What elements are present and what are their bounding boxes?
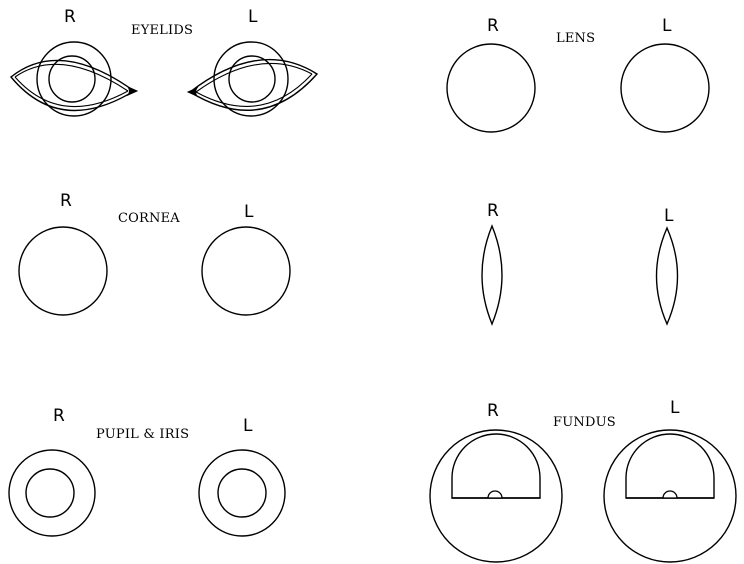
fundus-section: R FUNDUS L [430,398,736,562]
eyelid-right-eye-drawing [11,42,137,116]
lens-right-label: R [487,16,499,36]
fundus-right-label: R [487,401,499,421]
lens-side-right-label: R [487,201,499,221]
fundus-right-drawing [430,430,562,562]
lens-side-right-shape [482,226,502,324]
lens-side-left-label: L [664,206,674,226]
fundus-title: FUNDUS [553,415,616,430]
eyelid-left-eye-drawing [188,42,317,116]
lens-left-label: L [662,16,672,36]
cornea-section: R CORNEA L [19,191,290,315]
fundus-left-label: L [670,398,680,418]
pupil-iris-left-drawing [199,450,285,536]
eyelids-title: EYELIDS [131,23,193,38]
lens-side-left-shape [657,228,678,324]
pupil-iris-title: PUPIL & IRIS [96,427,189,442]
pupil-iris-left-label: L [243,416,253,436]
lens-right-circle [447,44,535,132]
cornea-left-circle [202,227,290,315]
eyelids-left-label: L [248,7,258,27]
lens-left-circle [621,44,709,132]
eyelids-section: R EYELIDS L [11,7,317,116]
pupil-iris-right-label: R [53,406,65,426]
lens-side-section: R L [482,201,678,324]
pupil-iris-right-drawing [9,450,95,536]
eyelids-right-label: R [64,7,76,27]
cornea-left-label: L [244,202,254,222]
cornea-right-label: R [60,191,72,211]
lens-front-section: R LENS L [447,16,709,132]
cornea-title: CORNEA [118,211,180,226]
lens-title: LENS [556,31,595,46]
cornea-right-circle [19,227,107,315]
pupil-iris-section: R PUPIL & IRIS L [9,406,285,536]
fundus-left-drawing [604,430,736,562]
